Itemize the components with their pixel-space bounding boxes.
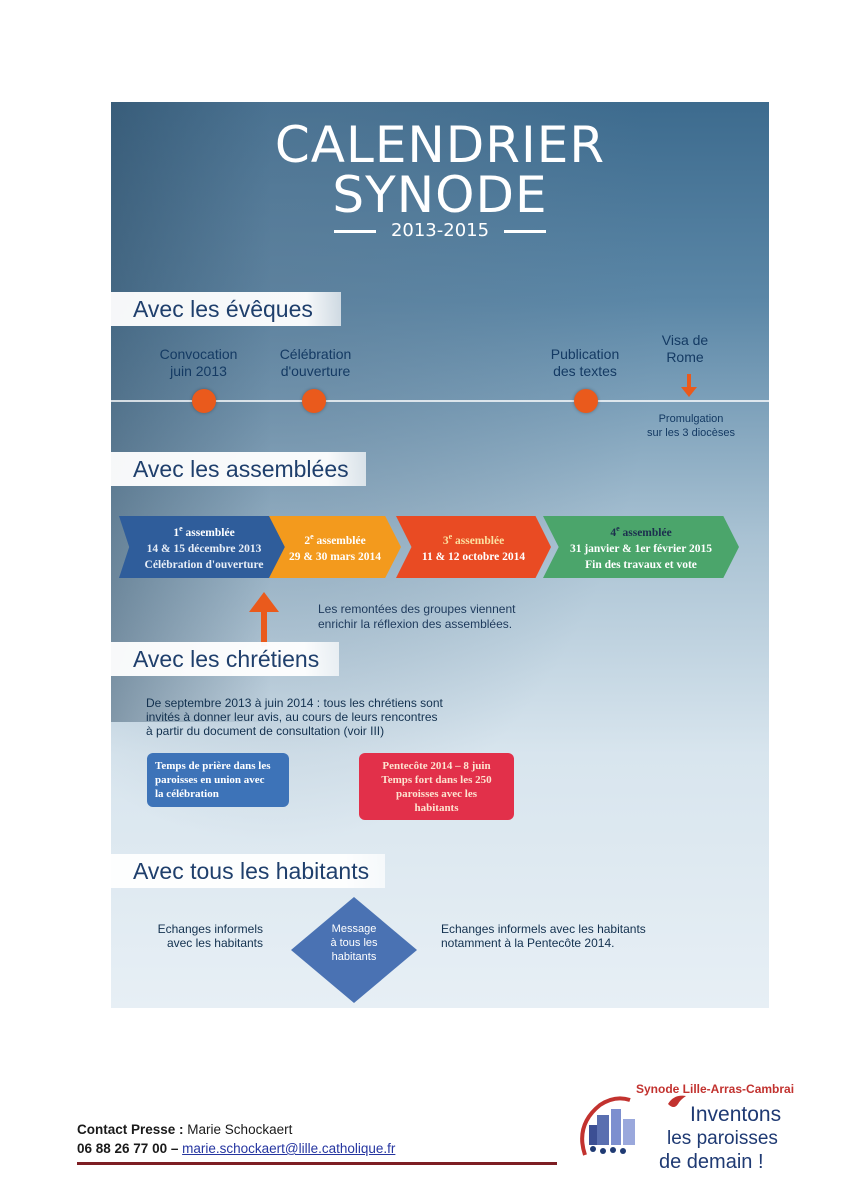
- footer-rule: [77, 1162, 557, 1165]
- timeline-dot-convocation: [192, 389, 216, 413]
- logo-line1: Inventons: [690, 1103, 782, 1126]
- bird-icon: [668, 1095, 686, 1107]
- contact-phone: 06 88 26 77 00 –: [77, 1141, 183, 1156]
- down-arrow-icon: [681, 387, 697, 397]
- contact-label: Contact Presse :: [77, 1122, 184, 1137]
- poster-title-line1: CALENDRIER: [274, 116, 606, 174]
- assembly-4-desc: Fin des travaux et vote: [585, 558, 697, 571]
- pentecote-line2: paroisses avec les: [395, 788, 478, 800]
- habitants-right-line1: Echanges informels avec les habitants: [441, 922, 646, 936]
- assembly-1-title: 1e assemblée: [173, 524, 235, 539]
- priere-line2: paroisses en union avec: [155, 774, 265, 786]
- logo-title: Synode Lille-Arras-Cambrai: [636, 1082, 795, 1096]
- assembly-4-dates: 31 janvier & 1er février 2015: [569, 542, 713, 555]
- years-left-rule: [334, 230, 377, 234]
- years-right-rule: [503, 230, 546, 234]
- section-assemblees: Avec les assemblées: [111, 452, 366, 486]
- event-publication: Publication des textes: [531, 346, 639, 380]
- habitants-right-note: Echanges informels avec les habitants no…: [441, 922, 701, 950]
- synode-calendar-poster: CALENDRIER SYNODE 2013-2015 Avec les évê…: [111, 102, 769, 1008]
- event-visa-rome: Visa de Rome: [643, 332, 727, 366]
- contact-line1: Contact Presse : Marie Schockaert: [77, 1120, 395, 1139]
- section-habitants: Avec tous les habitants: [111, 854, 385, 888]
- poster-title-line2: SYNODE: [332, 166, 548, 224]
- synode-logo-icon: [580, 1096, 635, 1156]
- event-publication-line1: Publication: [550, 346, 620, 362]
- logo-line3: de demain !: [659, 1151, 764, 1173]
- event-celebration-line1: Célébration: [279, 346, 352, 362]
- event-convocation-line1: Convocation: [159, 346, 238, 362]
- diamond-line1: Message: [331, 923, 377, 935]
- message-diamond-text: Message à tous les habitants: [311, 922, 397, 964]
- eveques-timeline: [111, 400, 769, 402]
- assembly-3-dates: 11 & 12 octobre 2014: [421, 550, 526, 563]
- chretiens-line1: De septembre 2013 à juin 2014 : tous les…: [146, 696, 443, 710]
- assembly-1: 1e assemblée 14 & 15 décembre 2013 Céléb…: [119, 516, 289, 578]
- remontees-line2: enrichir la réflexion des assemblées.: [318, 617, 513, 631]
- habitants-left-line2: avec les habitants: [166, 936, 263, 950]
- remontees-note: Les remontées des groupes viennent enric…: [318, 602, 515, 632]
- background-shading: [111, 102, 271, 722]
- contact-line2: 06 88 26 77 00 – marie.schockaert@lille.…: [77, 1139, 395, 1158]
- diamond-line3: habitants: [331, 951, 377, 963]
- years-label: 2013-2015: [390, 220, 490, 241]
- assembly-2-dates: 29 & 30 mars 2014: [289, 550, 381, 563]
- priere-box: Temps de prière dans les paroisses en un…: [147, 753, 289, 807]
- habitants-right-line2: notamment à la Pentecôte 2014.: [441, 936, 615, 950]
- assembly-1-desc: Célébration d'ouverture: [144, 558, 264, 571]
- pentecote-line3: habitants: [414, 802, 459, 814]
- event-visa-line1: Visa de: [661, 332, 709, 348]
- diamond-line2: à tous les: [330, 937, 378, 949]
- assembly-3-title: 3e assemblée: [442, 532, 505, 547]
- assembly-2-title: 2e assemblée: [304, 532, 366, 547]
- assembly-2: 2e assemblée 29 & 30 mars 2014: [269, 516, 401, 578]
- remontees-line1: Les remontées des groupes viennent: [318, 602, 516, 616]
- chretiens-line2: invités à donner leur avis, au cours de …: [146, 710, 438, 724]
- chretiens-line3: à partir du document de consultation (vo…: [146, 724, 385, 738]
- assembly-4: 4e assemblée 31 janvier & 1er février 20…: [543, 516, 739, 578]
- priere-line3: la célébration: [155, 788, 219, 800]
- up-arrow-icon: [249, 592, 279, 612]
- assembly-3: 3e assemblée 11 & 12 octobre 2014: [396, 516, 551, 578]
- assembly-4-title: 4e assemblée: [610, 524, 672, 539]
- logo-line2: les paroisses: [667, 1128, 778, 1149]
- promulgation-line2: sur les 3 diocèses: [646, 427, 736, 439]
- habitants-left-note: Echanges informels avec les habitants: [131, 922, 263, 950]
- chretiens-description: De septembre 2013 à juin 2014 : tous les…: [146, 696, 476, 738]
- contact-name: Marie Schockaert: [183, 1122, 293, 1137]
- pentecote-box: Pentecôte 2014 – 8 juin Temps fort dans …: [359, 753, 514, 820]
- timeline-dot-celebration: [302, 389, 326, 413]
- promulgation-line1: Promulgation: [658, 413, 724, 425]
- press-contact: Contact Presse : Marie Schockaert 06 88 …: [77, 1120, 395, 1158]
- down-arrow-shaft: [687, 374, 691, 388]
- timeline-dot-publication: [574, 389, 598, 413]
- event-publication-line2: des textes: [553, 363, 617, 379]
- event-visa-line2: Rome: [666, 349, 704, 365]
- section-eveques: Avec les évêques: [111, 292, 341, 326]
- poster-years: 2013-2015: [111, 220, 769, 241]
- assembly-1-dates: 14 & 15 décembre 2013: [146, 542, 262, 555]
- pentecote-title: Pentecôte 2014 – 8 juin: [382, 760, 491, 772]
- section-chretiens: Avec les chrétiens: [111, 642, 339, 676]
- event-convocation-line2: juin 2013: [170, 363, 227, 379]
- pentecote-line1: Temps fort dans les 250: [381, 774, 492, 786]
- up-arrow-shaft: [261, 610, 267, 646]
- event-convocation: Convocation juin 2013: [136, 346, 261, 380]
- habitants-left-line1: Echanges informels: [157, 922, 263, 936]
- event-celebration-line2: d'ouverture: [280, 363, 351, 379]
- priere-line1: Temps de prière dans les: [155, 760, 271, 772]
- promulgation-note: Promulgation sur les 3 diocèses: [641, 412, 741, 440]
- event-celebration: Célébration d'ouverture: [263, 346, 368, 380]
- contact-email-link[interactable]: marie.schockaert@lille.catholique.fr: [182, 1141, 396, 1156]
